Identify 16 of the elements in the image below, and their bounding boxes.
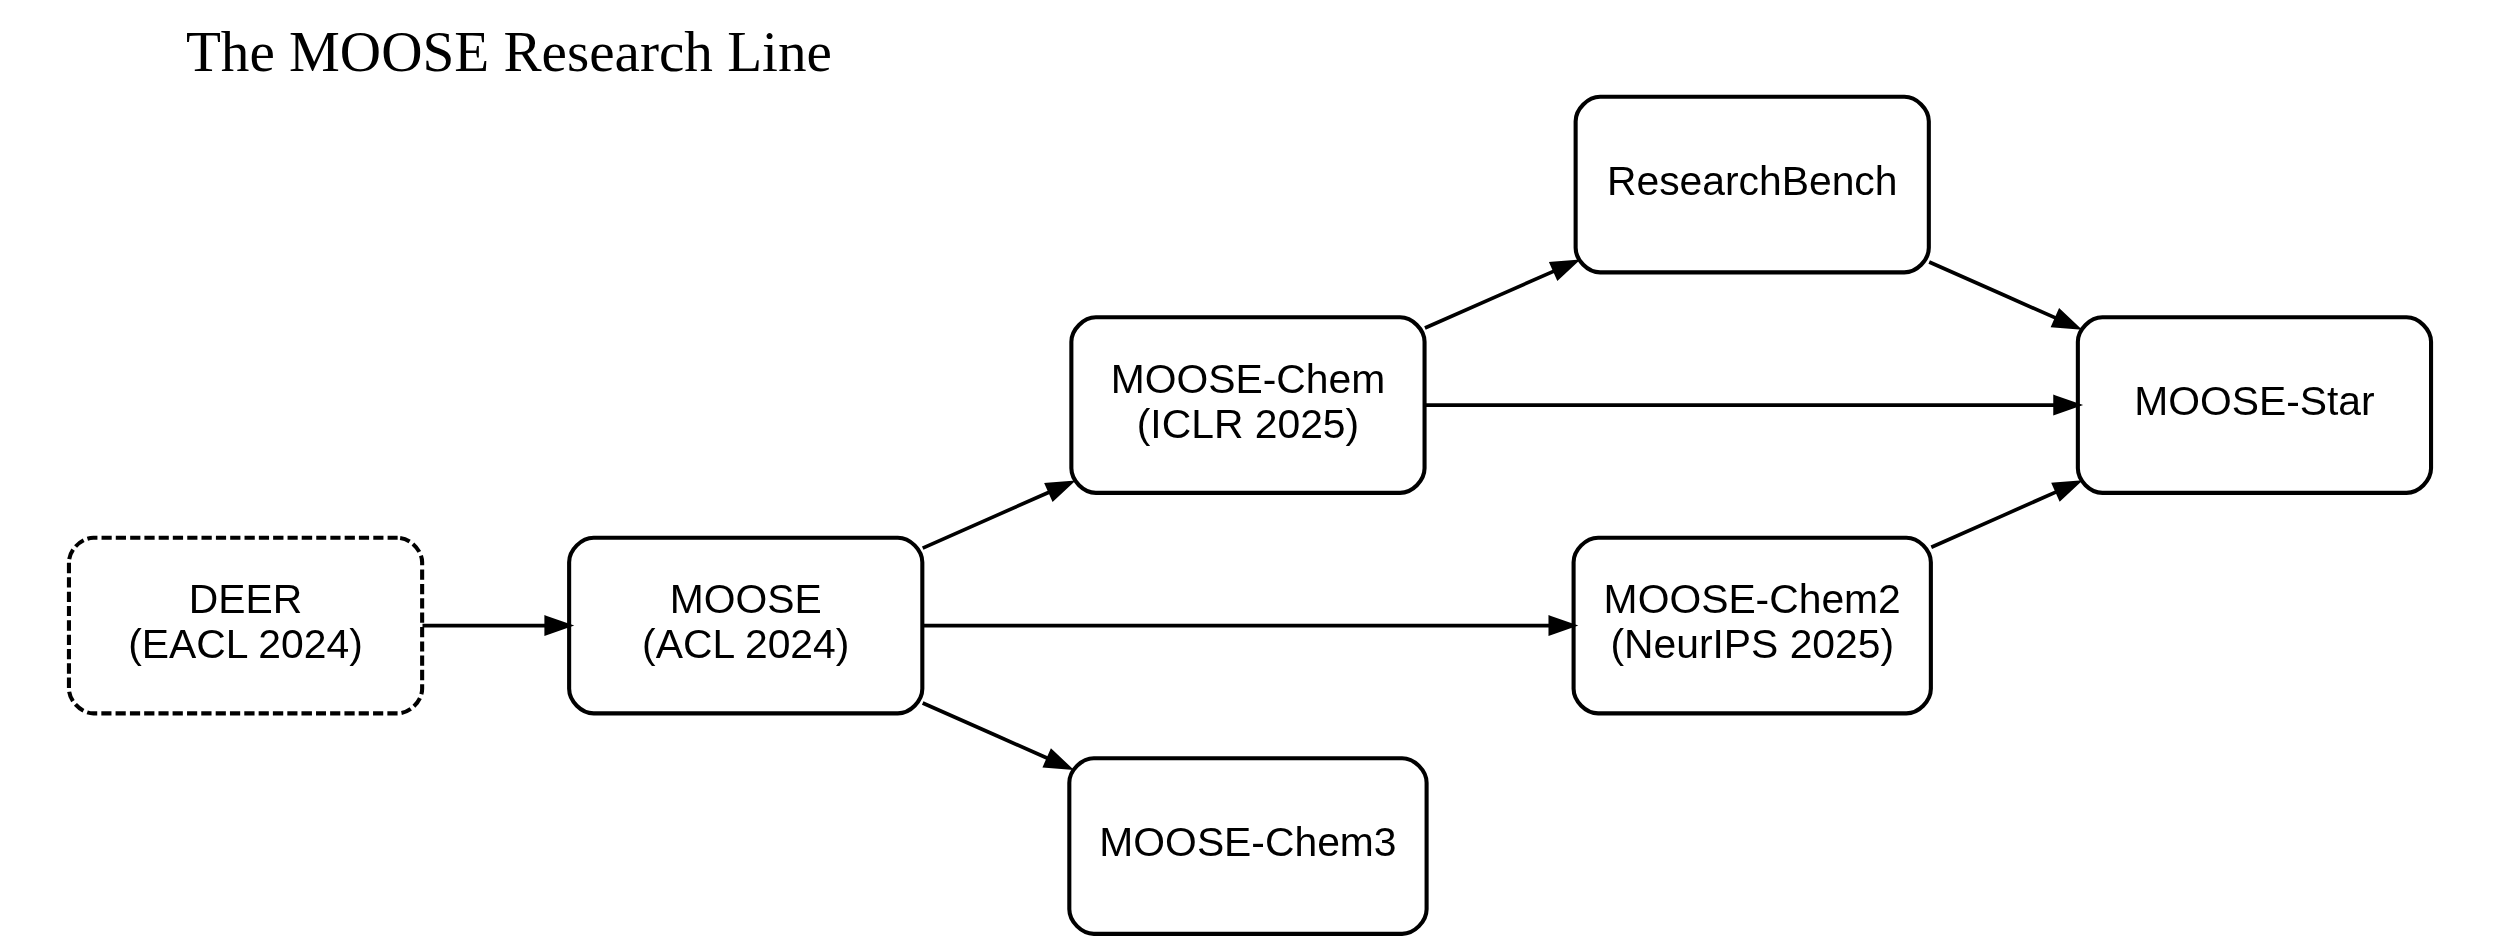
arrow [1930, 479, 2083, 549]
arrow [1424, 258, 1581, 330]
node-box: DEER (EACL 2024) [66, 535, 425, 715]
node-box: MOOSE-Chem2 (NeurIPS 2025) [1571, 535, 1933, 715]
node-box: ResearchBench [1573, 94, 1931, 274]
arrow [921, 700, 1074, 770]
node-box: MOOSE-Chem (ICLR 2025) [1069, 314, 1427, 495]
node-box: MOOSE-Chem3 [1067, 755, 1429, 936]
arrow [922, 614, 1579, 636]
arrow [1928, 259, 2083, 330]
diagram-title: The MOOSE Research Line [185, 19, 832, 83]
arrow [1425, 394, 2084, 415]
arrow [921, 479, 1076, 550]
node-box: MOOSE-Star [2075, 314, 2434, 495]
arrow [422, 614, 575, 636]
node-box: MOOSE (ACL 2024) [567, 535, 925, 715]
